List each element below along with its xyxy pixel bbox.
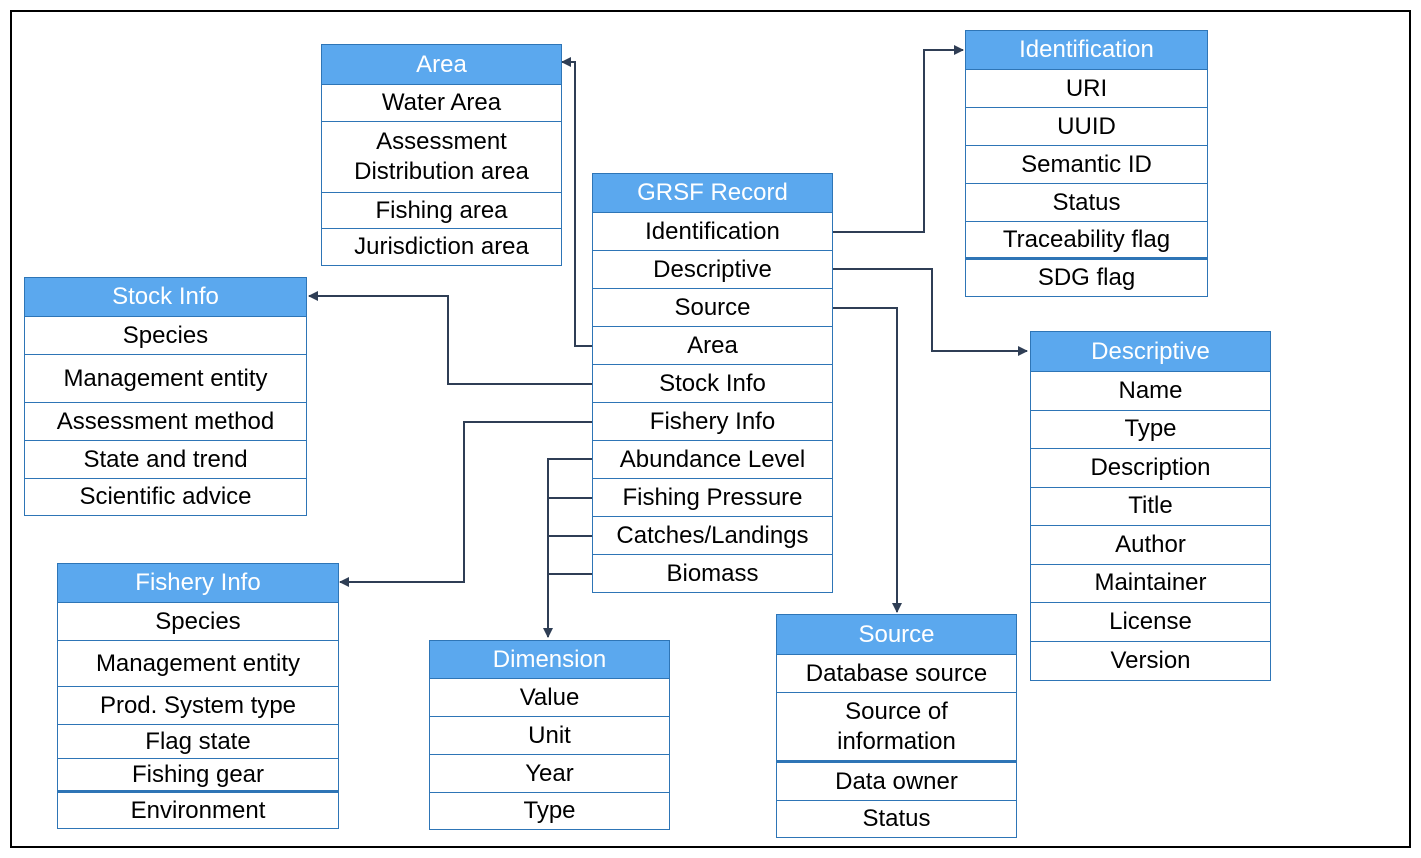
stock-info-item-management-entity: Management entity [25,355,306,403]
identification-box: Identification URI UUID Semantic ID Stat… [965,30,1208,297]
source-item-data-owner: Data owner [777,763,1016,801]
grsf-item-fishery-info: Fishery Info [593,403,832,441]
area-title: Area [322,45,561,85]
dimension-item-type: Type [523,797,576,824]
descriptive-item-description: Description [1031,449,1270,488]
dimension-item-year: Year [430,755,669,793]
grsf-item-area: Area [593,327,832,365]
stock-info-box: Stock Info Species Management entity Ass… [24,277,307,516]
descriptive-item-maintainer: Maintainer [1031,565,1270,603]
grsf-item-biomass: Biomass [666,560,759,587]
stock-info-item-scientific-advice: Scientific advice [79,483,252,510]
grsf-item-abundance-level: Abundance Level [593,441,832,479]
descriptive-box: Descriptive Name Type Description Title … [1030,331,1271,681]
area-item-jurisdiction-area: Jurisdiction area [354,233,529,260]
source-box: Source Database source Source of informa… [776,614,1017,838]
grsf-item-stock-info: Stock Info [593,365,832,403]
stock-info-item-species: Species [25,317,306,355]
dimension-item-unit: Unit [430,717,669,755]
fishery-info-item-flag-state: Flag state [58,725,338,759]
dimension-title: Dimension [430,641,669,679]
identification-item-traceability-flag: Traceability flag [966,222,1207,260]
source-item-status: Status [862,805,931,832]
grsf-item-identification: Identification [593,213,832,251]
identification-item-status: Status [966,184,1207,222]
fishery-info-item-environment: Environment [130,796,266,824]
area-item-assessment: Assessment Distribution area [322,122,561,193]
source-title: Source [777,615,1016,655]
identification-item-sdg-flag: SDG flag [1037,264,1136,291]
identification-title: Identification [966,31,1207,70]
stock-info-item-state-and-trend: State and trend [25,441,306,479]
grsf-record-title: GRSF Record [593,174,832,213]
dimension-box: Dimension Value Unit Year Type [429,640,670,830]
stock-info-title: Stock Info [25,278,306,317]
fishery-info-item-management-entity: Management entity [58,641,338,687]
source-item-source-of-information: Source of information [777,693,1016,763]
identification-item-semantic-id: Semantic ID [966,146,1207,184]
connector-fishery-info [339,421,592,587]
connector-area [561,57,592,347]
area-item-water-area: Water Area [322,85,561,122]
fishery-info-title: Fishery Info [58,564,338,603]
descriptive-item-license: License [1031,603,1270,642]
grsf-item-source: Source [593,289,832,327]
grsf-item-fishing-pressure: Fishing Pressure [593,479,832,517]
descriptive-item-version: Version [1110,646,1191,674]
grsf-item-descriptive: Descriptive [593,251,832,289]
dimension-item-value: Value [430,679,669,717]
connector-source [832,307,902,613]
fishery-info-item-prod-system-type: Prod. System type [58,687,338,725]
area-item-fishing-area: Fishing area [322,193,561,229]
fishery-info-item-fishing-gear: Fishing gear [58,759,338,793]
connector-stock-info [308,291,592,385]
area-box: Area Water Area Assessment Distribution … [321,44,562,266]
fishery-info-item-species: Species [58,603,338,641]
source-item-database-source: Database source [777,655,1016,693]
grsf-item-catches-landings: Catches/Landings [593,517,832,555]
grsf-record-box: GRSF Record Identification Descriptive S… [592,173,833,593]
fishery-info-box: Fishery Info Species Management entity P… [57,563,339,829]
identification-item-uuid: UUID [966,108,1207,146]
stock-info-item-assessment-method: Assessment method [25,403,306,441]
descriptive-title: Descriptive [1031,332,1270,372]
descriptive-item-author: Author [1031,526,1270,565]
connector-identification [832,45,964,233]
descriptive-item-title: Title [1031,488,1270,526]
connector-descriptive [832,268,1028,356]
connector-dimension [543,458,592,638]
identification-item-uri: URI [966,70,1207,108]
descriptive-item-type: Type [1031,411,1270,449]
diagram-frame [10,10,1411,848]
descriptive-item-name: Name [1031,372,1270,411]
